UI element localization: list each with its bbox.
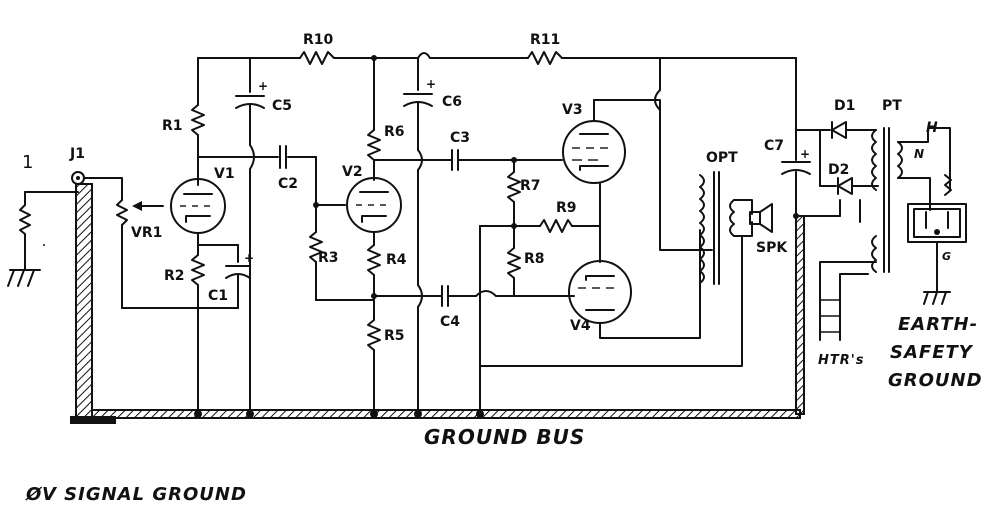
r1-label: R1	[162, 118, 183, 134]
r6-label: R6	[384, 124, 405, 140]
c2-label: C2	[278, 176, 298, 192]
mains-outlet-plug	[907, 203, 967, 243]
v1-tube	[170, 178, 226, 234]
r5-label: R5	[384, 328, 405, 344]
c4-label: C4	[440, 314, 460, 330]
c7-label: C7	[764, 138, 784, 154]
v1-label: V1	[214, 166, 235, 182]
pt-label: PT	[882, 98, 902, 114]
input-wire	[83, 177, 123, 201]
v3-tube	[562, 120, 626, 184]
neutral-label: N	[914, 147, 925, 161]
r7-label: R7	[520, 178, 541, 194]
j1-label: J1	[69, 146, 85, 162]
hot-label: H	[926, 120, 939, 136]
mains-neutral-wire	[897, 177, 931, 211]
input-load-resistor	[7, 191, 79, 287]
signal-ground-label: ØV SIGNAL GROUND	[25, 484, 247, 505]
power-transformer	[859, 127, 903, 273]
svg-text:+: +	[258, 79, 268, 93]
svg-text:+: +	[426, 77, 436, 91]
r2-label: R2	[164, 268, 185, 284]
d2-label: D2	[828, 162, 849, 178]
v4-label: V4	[570, 318, 591, 334]
earth-safety-line3: GROUND	[888, 370, 983, 391]
earth-safety-line1: EARTH-	[898, 314, 978, 335]
c3-label: C3	[450, 130, 470, 146]
heater-wiring	[819, 261, 877, 341]
ground-pin-label: G	[942, 250, 952, 263]
r4-label: R4	[386, 252, 407, 268]
opt-label: OPT	[706, 150, 738, 166]
r8-label: R8	[524, 251, 545, 267]
d1-label: D1	[834, 98, 855, 114]
vr1-label: VR1	[131, 225, 162, 241]
c1-label: C1	[208, 288, 228, 304]
signal-ground-block	[52, 424, 116, 486]
diode-d2	[819, 129, 879, 195]
input-number-label: 1	[22, 152, 33, 173]
speaker	[733, 199, 773, 237]
ground-bus-label: GROUND BUS	[424, 425, 585, 449]
j1-jack	[70, 171, 116, 424]
c6-label: C6	[442, 94, 462, 110]
heaters-label: HTR's	[818, 353, 864, 368]
r9-label: R9	[556, 200, 577, 216]
mains-hot-wire	[897, 127, 951, 191]
v4-tube	[568, 260, 632, 324]
v3-label: V3	[562, 102, 583, 118]
c5-label: C5	[272, 98, 292, 114]
svg-text:+: +	[800, 147, 810, 161]
output-transformer	[699, 171, 735, 285]
r10-label: R10	[303, 32, 334, 48]
spk-label: SPK	[756, 240, 788, 256]
r3-label: R3	[318, 250, 339, 266]
ground-bus	[91, 199, 841, 419]
v2-label: V2	[342, 164, 363, 180]
diode-d1	[819, 121, 877, 139]
earth-safety-line2: SAFETY	[890, 342, 974, 363]
r11-label: R11	[530, 32, 560, 48]
v2-tube	[346, 177, 402, 233]
